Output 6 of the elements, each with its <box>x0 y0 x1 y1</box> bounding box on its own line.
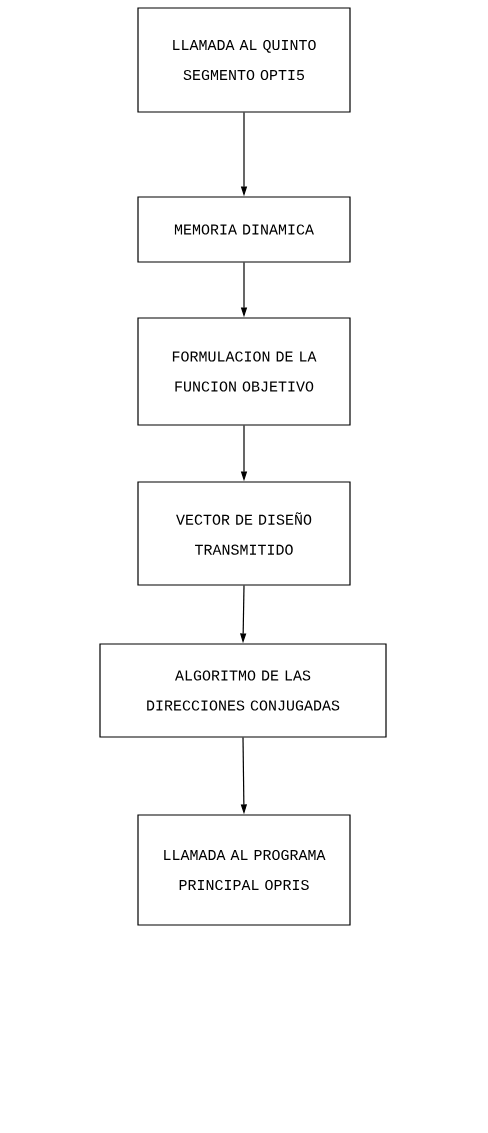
process-box: LLAMADA AL PROGRAMA PRINCIPAL OPRIS <box>137 814 351 926</box>
process-box: LLAMADA AL QUINTO SEGMENTO OPTI5 <box>137 7 351 113</box>
process-box: MEMORIA DINAMICA <box>137 196 351 263</box>
process-box: FORMULACION DE LA FUNCION OBJETIVO <box>137 317 351 426</box>
process-box: VECTOR DE DISEÑO TRANSMITIDO <box>137 481 351 586</box>
process-box: ALGORITMO DE LAS DIRECCIONES CONJUGADAS <box>99 643 387 738</box>
